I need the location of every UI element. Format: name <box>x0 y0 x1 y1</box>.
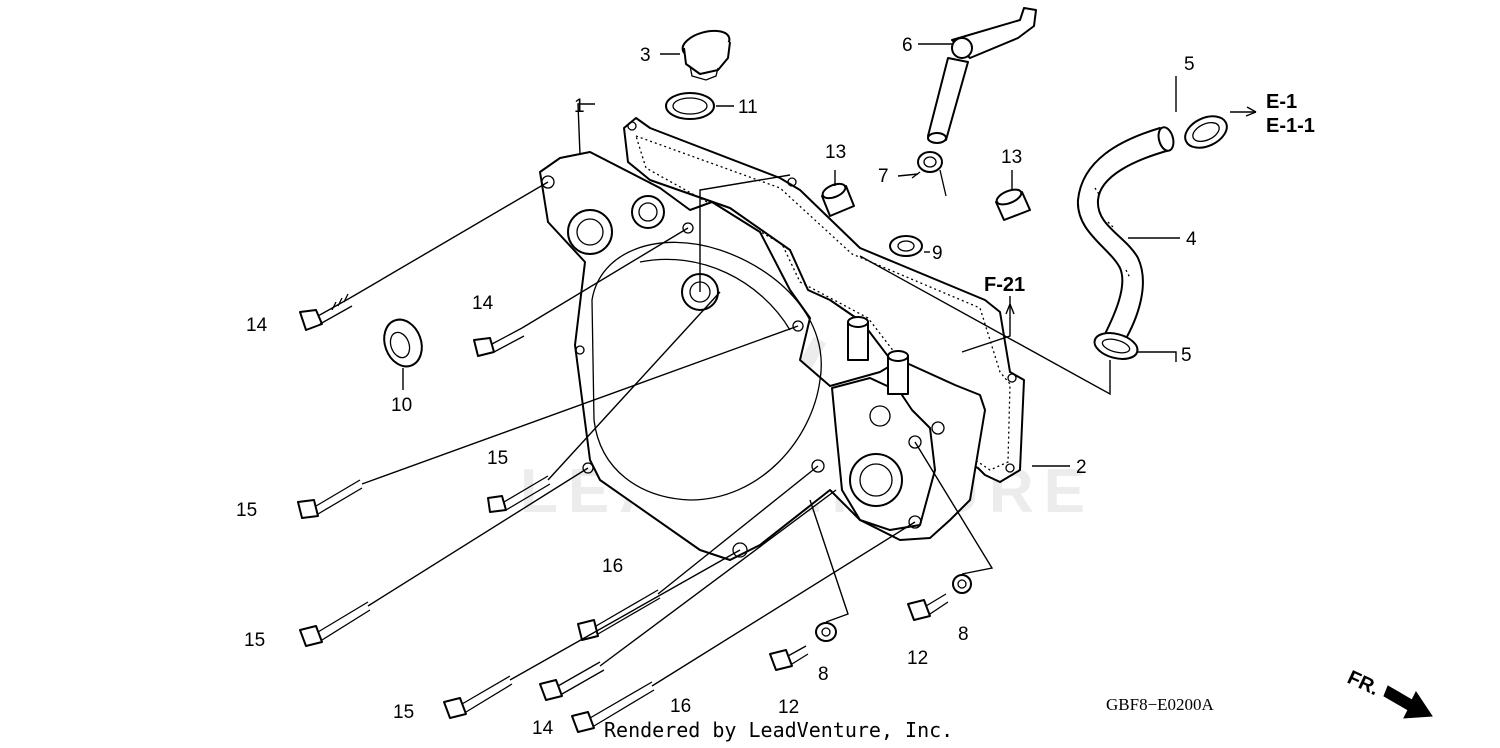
oil-seal-part-10 <box>383 318 423 368</box>
callout-16-upper[interactable]: 16 <box>602 556 623 577</box>
callout-11[interactable]: 11 <box>738 97 758 118</box>
callout-14-lower[interactable]: 14 <box>532 718 554 739</box>
ref-e-1[interactable]: E-1 <box>1266 91 1297 113</box>
front-direction-label: FR. <box>1344 667 1382 701</box>
cover-part-1 <box>539 151 986 561</box>
bolt-15-a <box>297 479 363 519</box>
dowel-pin-part-13b <box>995 188 1031 221</box>
callout-14-middle[interactable]: 14 <box>472 293 494 314</box>
callout-14-upper-left[interactable]: 14 <box>246 315 268 336</box>
o-ring-part-11 <box>665 92 715 120</box>
callout-8-right[interactable]: 8 <box>958 624 969 645</box>
bolt-15-b <box>487 475 551 513</box>
callout-12-left[interactable]: 12 <box>778 697 799 718</box>
callout-1[interactable]: 1 <box>574 96 585 117</box>
bolt-15-d <box>443 675 513 719</box>
ref-e-1-1[interactable]: E-1-1 <box>1266 115 1315 137</box>
callout-3[interactable]: 3 <box>640 45 651 66</box>
callout-2[interactable]: 2 <box>1076 457 1087 478</box>
callout-8-left[interactable]: 8 <box>818 664 829 685</box>
diagram-code: GBF8−E0200A <box>1106 695 1215 714</box>
oil-filler-cap-part-3 <box>681 29 731 81</box>
callout-4[interactable]: 4 <box>1186 229 1197 250</box>
callout-7[interactable]: 7 <box>878 166 889 187</box>
leader-lines <box>349 43 1257 687</box>
bolt-12-b <box>907 593 949 621</box>
dowel-pin-part-13a <box>821 182 855 217</box>
bolt-15-c <box>299 601 371 647</box>
callout-10[interactable]: 10 <box>391 395 412 416</box>
ref-f-21[interactable]: F-21 <box>984 274 1025 296</box>
bolt-14-middle <box>473 327 525 357</box>
callout-13-right[interactable]: 13 <box>1001 147 1022 168</box>
front-direction-arrow <box>1383 685 1433 719</box>
bolt-16-b <box>571 681 655 733</box>
water-hose-part-4 <box>1076 126 1175 343</box>
hose-clamp-part-5a <box>1184 115 1228 149</box>
bolt-16-a <box>577 589 661 641</box>
callout-5-upper[interactable]: 5 <box>1184 54 1195 75</box>
callout-13-left[interactable]: 13 <box>825 142 846 163</box>
callout-15-d[interactable]: 15 <box>393 702 414 723</box>
washer-part-8a <box>815 622 837 642</box>
return-spring-part-7 <box>911 151 947 197</box>
callout-16-lower[interactable]: 16 <box>670 696 691 717</box>
lever-shaft-part-6 <box>927 7 1037 144</box>
callout-5-lower[interactable]: 5 <box>1181 345 1192 366</box>
callout-15-a[interactable]: 15 <box>236 500 257 521</box>
oil-seal-part-9 <box>889 235 923 257</box>
callout-9[interactable]: 9 <box>932 243 943 264</box>
hose-clamp-part-5b <box>1093 332 1139 360</box>
callout-15-b[interactable]: 15 <box>487 448 508 469</box>
bolt-14-upper-left <box>299 293 353 331</box>
callout-6[interactable]: 6 <box>902 35 913 56</box>
washer-part-8b <box>952 574 972 594</box>
credit-text: Rendered by LeadVenture, Inc. <box>604 718 953 742</box>
callout-12-right[interactable]: 12 <box>907 648 928 669</box>
callout-15-c[interactable]: 15 <box>244 630 265 651</box>
bolt-14-lower <box>539 661 605 701</box>
bolt-12-a <box>769 645 809 671</box>
